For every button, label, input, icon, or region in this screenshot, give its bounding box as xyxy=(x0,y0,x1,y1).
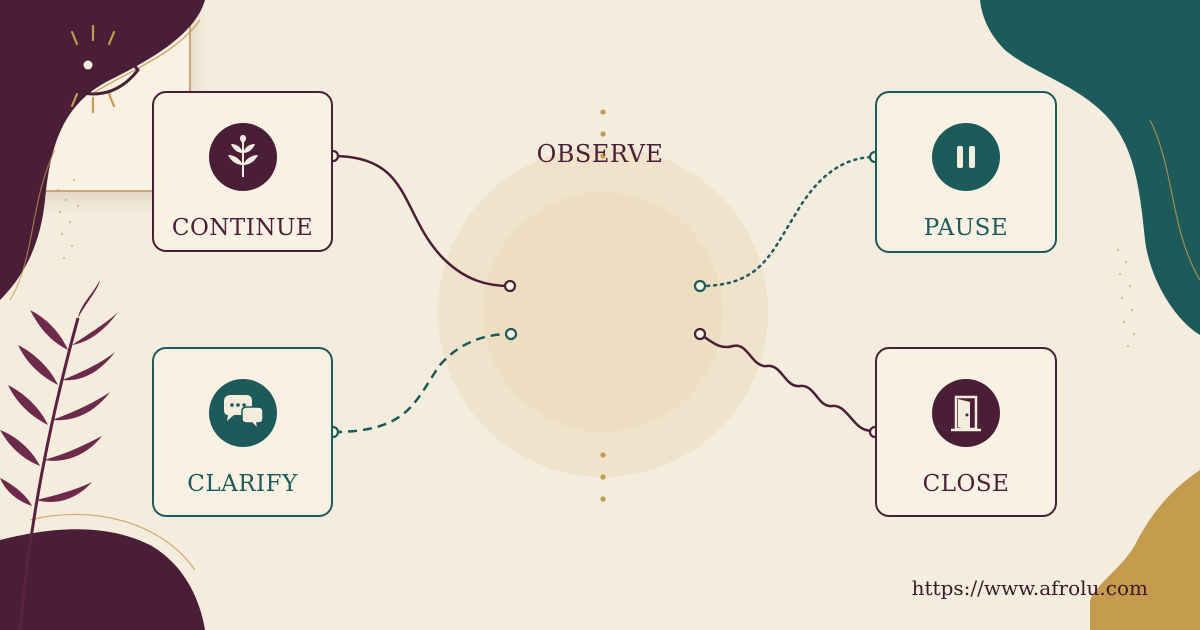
pause-icon xyxy=(932,123,1000,191)
node-continue-label: CONTINUE xyxy=(171,215,314,241)
node-clarify: CLARIFY xyxy=(152,347,333,517)
corner-blob-top-right xyxy=(980,0,1200,335)
connector-clarify xyxy=(332,332,512,434)
node-pause: PAUSE xyxy=(875,91,1057,253)
node-observe: OBSERVE xyxy=(0,0,663,192)
plant-icon xyxy=(208,123,277,191)
node-close: CLOSE xyxy=(875,347,1057,517)
connector-close xyxy=(699,332,876,434)
footer-url[interactable]: https://www.afrolu.com xyxy=(911,576,1148,600)
vertical-dots xyxy=(600,109,606,502)
connector-pause xyxy=(698,155,877,288)
node-clarify-label: CLARIFY xyxy=(187,471,298,497)
connector-continue xyxy=(332,154,511,288)
node-observe-label: OBSERVE xyxy=(536,140,664,168)
door-icon xyxy=(932,379,1000,447)
chat-bubbles-icon xyxy=(208,379,277,447)
center-glow xyxy=(438,147,768,477)
corner-blob-bottom-right xyxy=(1090,470,1200,630)
node-pause-label: PAUSE xyxy=(923,215,1009,241)
node-close-label: CLOSE xyxy=(922,471,1010,497)
fern-leaves xyxy=(0,280,118,630)
corner-blob-bottom-left xyxy=(0,529,205,630)
node-continue: CONTINUE xyxy=(152,91,333,252)
eye-icon xyxy=(46,24,140,114)
